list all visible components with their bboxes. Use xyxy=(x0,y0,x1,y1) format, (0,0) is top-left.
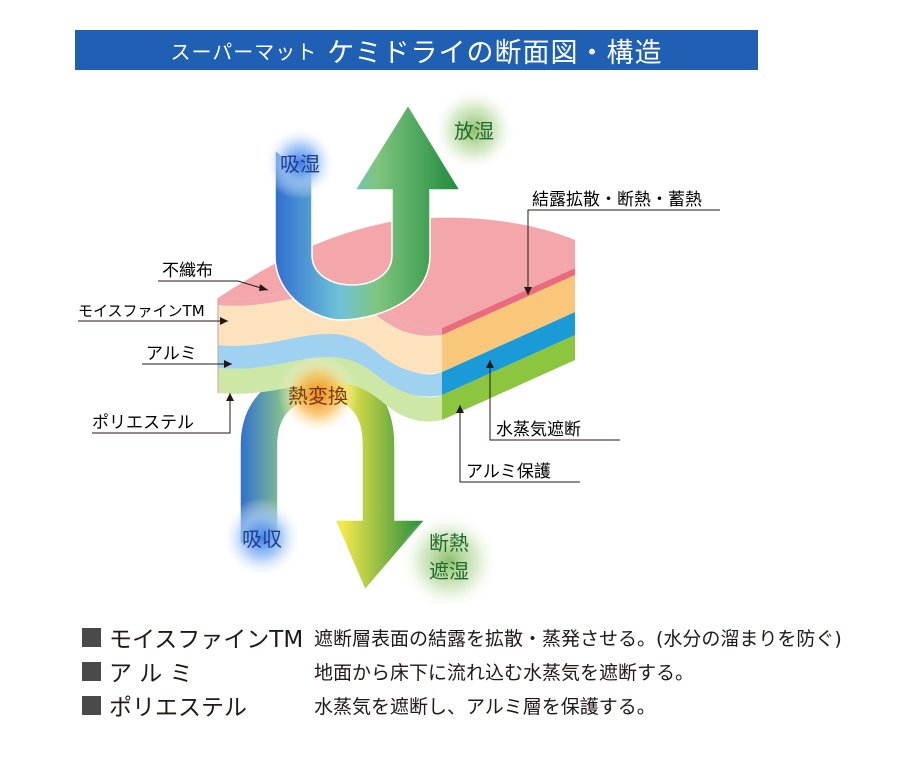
bullet-square-icon xyxy=(82,627,101,647)
left-leader-lines xyxy=(78,280,269,434)
release-humidity-glow xyxy=(432,88,516,172)
callout-vapor-block: 水蒸気遮断 xyxy=(496,420,581,440)
release-humidity-label: 放湿 xyxy=(454,119,494,143)
callout-moisfine: モイスファインTM xyxy=(78,302,205,320)
aluminum-side-face xyxy=(442,312,575,395)
legend-name: ポリエステル xyxy=(109,695,247,721)
legend-row-moisfine: モイスファインTM 遮断層表面の結露を拡散・蒸発させる。(水分の溜まりを防ぐ) xyxy=(82,620,902,654)
callout-polyester: ポリエステル xyxy=(92,413,194,433)
legend-row-polyester: ポリエステル 水蒸気を遮断し、アルミ層を保護する。 xyxy=(82,688,902,722)
callout-nonwoven: 不織布 xyxy=(162,261,213,281)
absorb-humidity-glow xyxy=(264,127,336,199)
left-arrowheads xyxy=(220,284,268,401)
legend-desc: 遮断層表面の結露を拡散・蒸発させる。(水分の溜まりを防ぐ) xyxy=(314,627,842,650)
moisfine-layer xyxy=(218,293,442,374)
absorb-label: 吸収 xyxy=(242,527,282,551)
legend-row-aluminum: ア ル ミ 地面から床下に流れ込む水蒸気を遮断する。 xyxy=(82,654,902,688)
absorb-humidity-label: 吸湿 xyxy=(280,152,320,176)
humidity-arrow xyxy=(274,103,462,321)
moisfine-side-face xyxy=(442,275,575,372)
bullet-square-icon xyxy=(82,661,101,681)
polyester-side-face xyxy=(442,335,575,420)
callout-condensation: 結露拡散・断熱・蓄熱 xyxy=(532,190,702,210)
insulate-label-line1: 断熱 xyxy=(429,531,469,555)
cross-section-diagram: 吸湿 放湿 熱変換 吸収 断熱 遮湿 不織布 モイスファインTM アルミ ポリエ… xyxy=(78,88,720,611)
legend-desc: 地面から床下に流れ込む水蒸気を遮断する。 xyxy=(314,661,695,684)
nonwoven-side-face xyxy=(442,268,575,335)
legend-desc: 水蒸気を遮断し、アルミ層を保護する。 xyxy=(314,695,656,718)
right-arrowheads xyxy=(456,287,532,413)
callout-aluminum-protect: アルミ保護 xyxy=(466,462,551,482)
title-banner: スーパーマット ケミドライの断面図・構造 xyxy=(75,30,758,70)
title-prefix: スーパーマット xyxy=(170,39,318,64)
legend-name: ア ル ミ xyxy=(109,661,193,687)
heat-exchange-label: 熱変換 xyxy=(288,384,348,408)
insulate-label-line2: 遮湿 xyxy=(429,559,469,583)
aluminum-layer xyxy=(218,333,442,397)
bullet-square-icon xyxy=(82,695,101,715)
nonwoven-layer xyxy=(218,286,442,336)
callout-aluminum: アルミ xyxy=(146,344,197,364)
insulate-glow xyxy=(399,511,499,611)
legend: モイスファインTM 遮断層表面の結露を拡散・蒸発させる。(水分の溜まりを防ぐ) … xyxy=(82,620,902,722)
legend-name: モイスファインTM xyxy=(109,627,304,653)
polyester-layer xyxy=(218,356,442,422)
page-title: ケミドライの断面図・構造 xyxy=(327,37,663,69)
absorb-glow xyxy=(222,498,302,578)
heat-exchange-glow xyxy=(278,355,358,435)
right-leader-lines xyxy=(459,209,720,483)
